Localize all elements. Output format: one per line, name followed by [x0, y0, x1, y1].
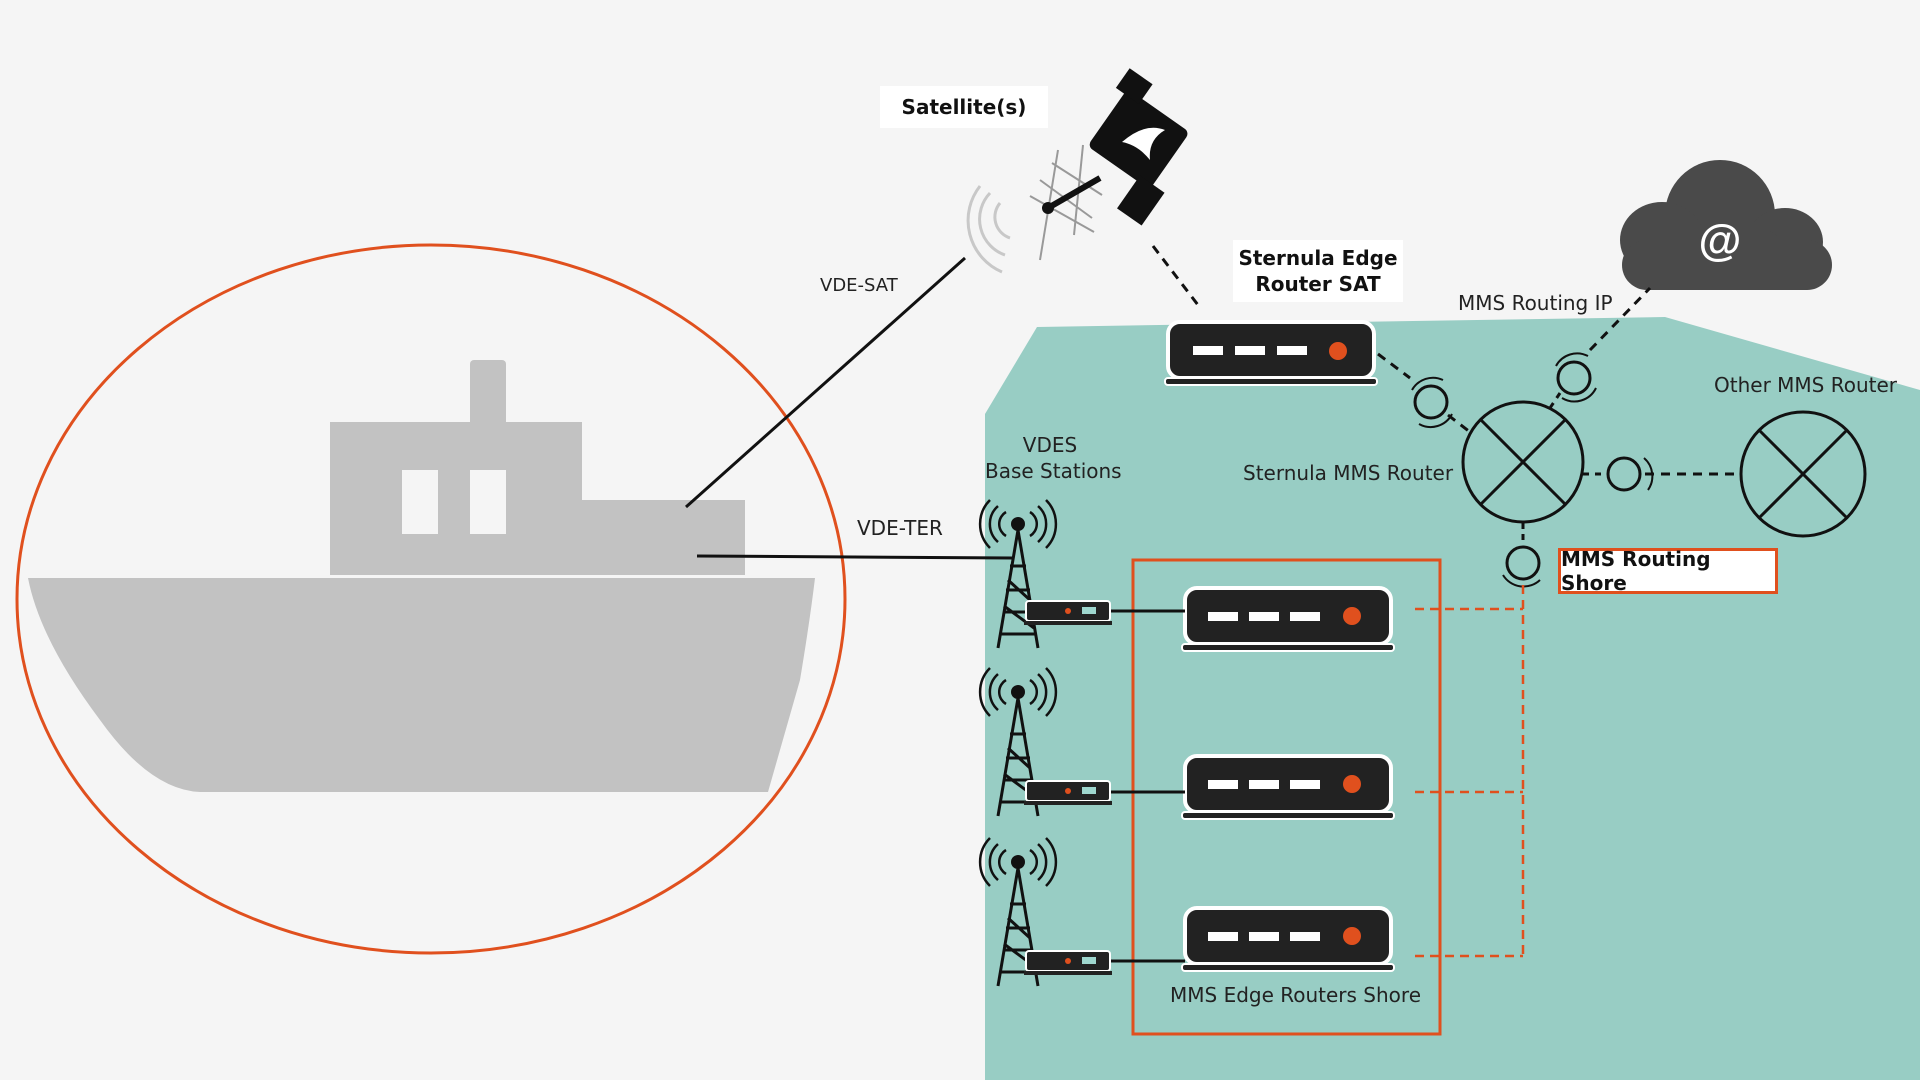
- radio-tower-icon-1: [978, 499, 1112, 649]
- radio-tower-icon-2: [978, 667, 1112, 817]
- router-icon-shore-3: [1181, 906, 1395, 972]
- vde-sat-label: VDE-SAT: [820, 275, 898, 296]
- sternula-mms-router-label: Sternula MMS Router: [1243, 461, 1454, 485]
- router-icon-sat: [1164, 320, 1378, 386]
- port-shore: [1502, 545, 1541, 588]
- satellite-label: Satellite(s): [880, 86, 1048, 128]
- cloud-dashed-link: [1588, 286, 1652, 352]
- cloud-icon: [1620, 160, 1832, 290]
- edge-router-sat-label-line1: Sternula Edge: [1238, 246, 1398, 270]
- other-mms-router-label: Other MMS Router: [1714, 373, 1897, 397]
- sat-router-dashed-link: [1151, 245, 1200, 306]
- radio-tower-icon-3: [978, 837, 1112, 987]
- edge-router-sat-label: Sternula Edge Router SAT: [1233, 240, 1403, 302]
- vde-ter-link: [696, 554, 1013, 560]
- ship-coverage-ellipse: [15, 243, 847, 955]
- base-station-links: [1110, 609, 1185, 963]
- router-icon-shore-2: [1181, 754, 1395, 820]
- mms-router-icon-sternula: [1461, 400, 1585, 524]
- vdes-label-line2: Base Stations: [985, 459, 1122, 483]
- port-ip: [1555, 352, 1597, 403]
- vde-sat-link: [685, 256, 966, 509]
- shore-area: [985, 317, 1920, 1080]
- mms-edge-routers-shore-label: MMS Edge Routers Shore: [1170, 983, 1422, 1007]
- vdes-base-stations-label: VDES Base Stations: [985, 432, 1122, 484]
- mms-routing-ip-label: MMS Routing IP: [1458, 291, 1613, 315]
- mms-routing-shore-label-text: MMS Routing Shore: [1561, 547, 1711, 595]
- satellite-icon: [966, 68, 1188, 274]
- router-icon-shore-1: [1181, 586, 1395, 652]
- edge-router-sat-label-line2: Router SAT: [1255, 272, 1381, 296]
- mms-routing-shore-label: MMS Routing Shore: [1558, 547, 1778, 595]
- cloud-at-symbol: @: [1699, 216, 1742, 265]
- satellite-label-text: Satellite(s): [901, 95, 1027, 119]
- vdes-label-line1: VDES: [1022, 433, 1078, 457]
- ship-icon: [28, 360, 815, 792]
- mms-router-icon-other: [1739, 410, 1867, 538]
- vde-ter-label: VDE-TER: [857, 516, 943, 540]
- edge-routers-shore-group: [1131, 558, 1442, 1036]
- shore-routing-dashed-links: [1415, 585, 1525, 958]
